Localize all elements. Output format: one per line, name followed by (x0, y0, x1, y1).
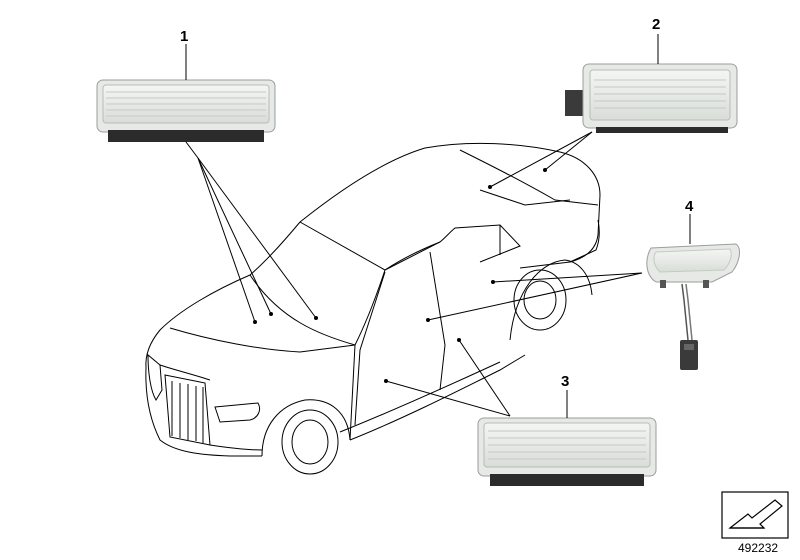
arrow-box-icon (721, 491, 789, 539)
callout-1: 1 (180, 28, 189, 45)
lamp-unit-1 (96, 79, 276, 142)
callout-4: 4 (685, 198, 694, 215)
diagram-reference-number: 492232 (738, 541, 779, 555)
lamp-unit-2 (565, 63, 738, 133)
car-outline (145, 142, 601, 475)
callout-2: 2 (652, 16, 661, 33)
callout-3: 3 (561, 373, 570, 390)
lamp-unit-4 (646, 243, 740, 370)
leader-dots (253, 168, 547, 383)
lamp-unit-3 (477, 417, 657, 486)
leader-lines (185, 34, 691, 418)
